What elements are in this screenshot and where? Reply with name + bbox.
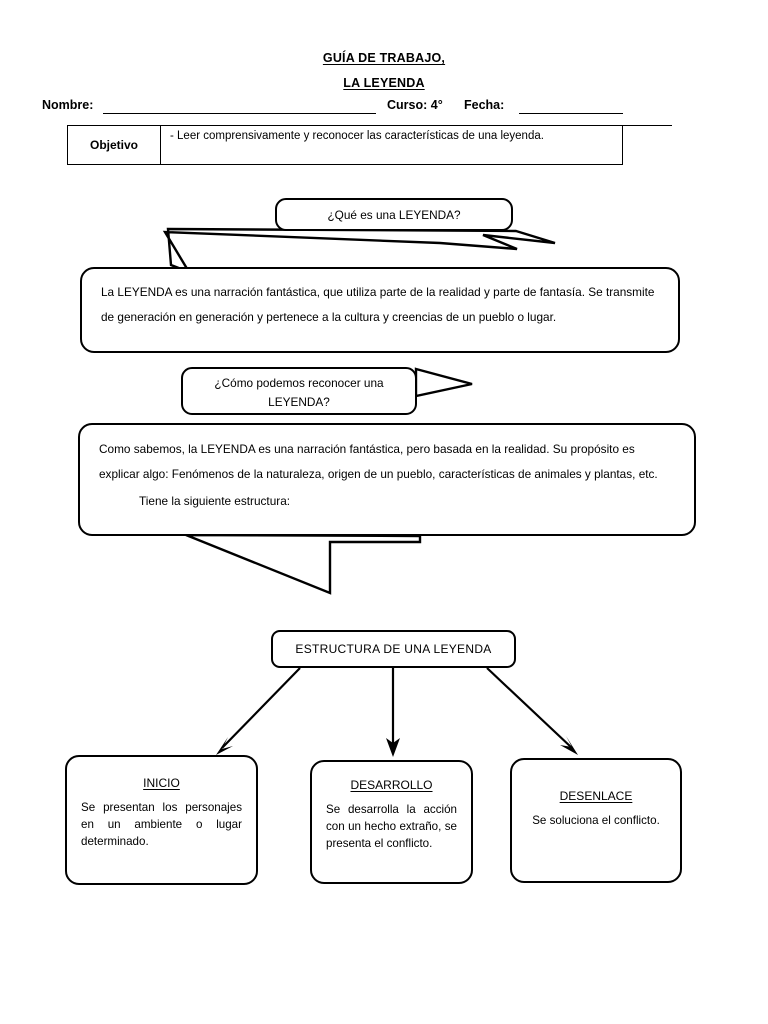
stage-box-inicio: INICIO Se presentan los personajes en un… (65, 755, 258, 885)
objetivo-table: Objetivo - Leer comprensivamente y recon… (67, 125, 623, 165)
page-title-line-1: GUÍA DE TRABAJO, (0, 51, 768, 65)
arrowhead-inicio (216, 737, 233, 755)
nombre-label: Nombre: (42, 98, 94, 112)
arrowhead-desarrollo (386, 738, 400, 757)
fecha-label: Fecha: (464, 98, 505, 112)
answer-box-2-paragraph: Como sabemos, la LEYENDA es una narració… (99, 442, 658, 481)
question-bubble-2-line-1: ¿Cómo podemos reconocer una (214, 376, 384, 390)
structure-arrows (221, 667, 573, 749)
page-title-line-2: LA LEYENDA (0, 76, 768, 90)
structure-arrowheads (216, 736, 578, 757)
structure-root-box: ESTRUCTURA DE UNA LEYENDA (271, 630, 516, 668)
stage-box-desenlace: DESENLACE Se soluciona el conflicto. (510, 758, 682, 883)
speech-tail-2 (414, 367, 473, 398)
answer-box-2-closing: Tiene la siguiente estructura: (139, 494, 291, 508)
answer-box-1: La LEYENDA es una narración fantástica, … (80, 267, 680, 353)
stage-body-inicio: Se presentan los personajes en un ambien… (81, 801, 242, 848)
arrow-line-desenlace (486, 667, 573, 749)
stage-box-desarrollo: DESARROLLO Se desarrolla la acción con u… (310, 760, 473, 884)
answer-box-2: Como sabemos, la LEYENDA es una narració… (78, 423, 696, 536)
arrowhead-desenlace (560, 736, 578, 755)
structure-root-label: ESTRUCTURA DE UNA LEYENDA (295, 642, 492, 656)
page-title-line-2-text: LA LEYENDA (343, 76, 425, 90)
speech-tail-3 (185, 533, 422, 595)
fecha-input-line[interactable] (519, 113, 623, 114)
student-info-row: Nombre: Curso: 4° Fecha: (42, 98, 672, 126)
curso-label: Curso: 4° (387, 98, 443, 112)
nombre-input-line[interactable] (103, 113, 376, 114)
stage-title-desarrollo: DESARROLLO (350, 778, 433, 792)
stage-title-inicio: INICIO (143, 776, 180, 790)
question-bubble-2-line-2: LEYENDA? (268, 395, 330, 409)
arrow-line-inicio (221, 667, 301, 749)
stage-body-desenlace: Se soluciona el conflicto. (532, 814, 660, 827)
question-bubble-2: ¿Cómo podemos reconocer una LEYENDA? (181, 367, 417, 415)
objetivo-label-cell: Objetivo (68, 126, 161, 164)
question-bubble-1-text: ¿Qué es una LEYENDA? (327, 208, 461, 222)
page-title-line-1-text: GUÍA DE TRABAJO, (322, 51, 446, 65)
question-bubble-1: ¿Qué es una LEYENDA? (275, 198, 513, 231)
stage-title-desenlace: DESENLACE (559, 789, 633, 803)
stage-body-desarrollo: Se desarrolla la acción con un hecho ext… (326, 803, 457, 850)
speech-tail-1 (162, 227, 556, 275)
objetivo-text-cell: - Leer comprensivamente y reconocer las … (170, 130, 544, 142)
answer-box-1-text: La LEYENDA es una narración fantástica, … (101, 285, 655, 324)
